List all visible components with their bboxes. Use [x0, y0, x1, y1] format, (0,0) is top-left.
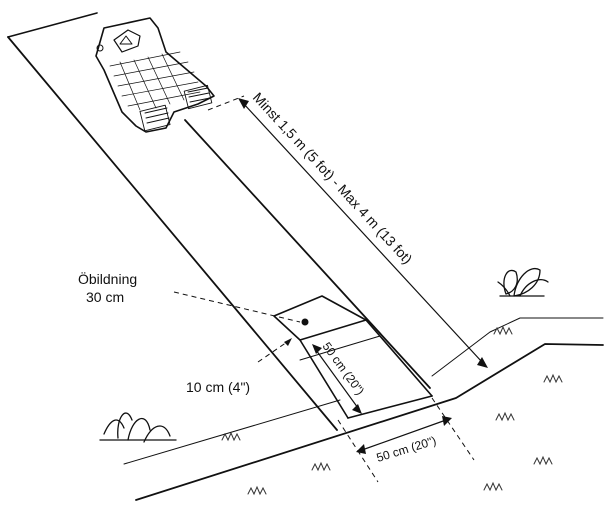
passage-left-edge: [7, 12, 98, 38]
dimension-station-depth: [312, 344, 362, 414]
station-width-label: 50 cm (20"): [375, 433, 438, 464]
lawn-boundary: [123, 317, 604, 501]
offset-callout: [257, 338, 292, 363]
passage-outline: [7, 12, 431, 431]
charging-station-plate: [273, 295, 433, 419]
path-line-left: [123, 399, 341, 465]
overlap-value: 30 cm: [86, 289, 124, 305]
passage-left-boundary: [7, 36, 338, 431]
path-line-right: [431, 317, 604, 377]
overlap-callout: [173, 291, 301, 323]
offset-label: 10 cm (4"): [186, 379, 250, 395]
guide-wire-point-icon: [301, 318, 309, 326]
dimension-passage-distance: [207, 95, 488, 368]
station-depth-label: 50 cm (20"): [320, 340, 368, 398]
overlap-label: Öbildning: [78, 270, 137, 287]
grass-tufts: [221, 325, 563, 496]
grass-plant-right-icon: [497, 268, 549, 297]
robot-mower-icon: [95, 17, 215, 133]
passage-right-boundary: [184, 119, 431, 389]
grass-plant-left-icon: [99, 412, 177, 443]
passage-distance-label: Minst 1,5 m (5 fot) - Max 4 m (13 fot): [250, 89, 416, 267]
dimension-station-width: [337, 397, 475, 483]
lawn-front-edge: [135, 343, 604, 501]
